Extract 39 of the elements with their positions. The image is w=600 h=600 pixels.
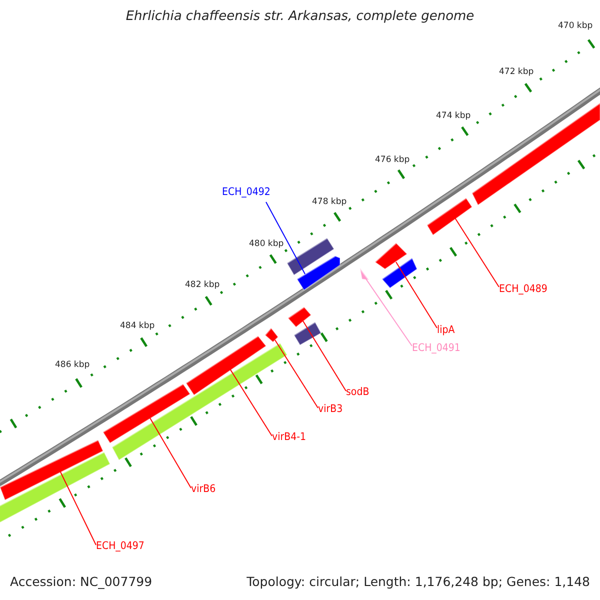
leader-line bbox=[302, 320, 346, 392]
gene-bar bbox=[374, 242, 408, 270]
gene-label: virB3 bbox=[318, 403, 343, 415]
leader-line bbox=[266, 202, 306, 274]
gene-bar bbox=[296, 255, 340, 291]
gene-triangle bbox=[359, 267, 370, 281]
gene-bar bbox=[426, 197, 473, 236]
title: Ehrlichia chaffeensis str. Arkansas, complete genome bbox=[126, 9, 474, 24]
gene-label: ECH_0491 bbox=[412, 342, 460, 354]
scale-label: 472 kbp bbox=[499, 67, 534, 77]
leader-line bbox=[396, 262, 438, 328]
gene-bar bbox=[185, 335, 267, 396]
scale-label: 478 kbp bbox=[312, 197, 347, 207]
accession-text: Accession: NC_007799 bbox=[10, 574, 152, 589]
gene-bar bbox=[287, 306, 312, 328]
gene-label: ECH_0497 bbox=[96, 540, 144, 552]
scale-label: 470 kbp bbox=[558, 21, 593, 31]
gene-label: virB6 bbox=[191, 483, 216, 495]
leader-line bbox=[454, 218, 500, 288]
gene-bar bbox=[0, 439, 104, 501]
gene-label: virB4-1 bbox=[272, 431, 306, 443]
leader-line bbox=[230, 368, 272, 436]
scale-label: 484 kbp bbox=[120, 321, 155, 331]
scale-label: 476 kbp bbox=[375, 155, 410, 165]
scale-label: 482 kbp bbox=[185, 280, 220, 290]
leader-line bbox=[60, 470, 96, 546]
gene-label: sodB bbox=[346, 386, 370, 398]
leader-line bbox=[366, 278, 412, 346]
scale-label: 474 kbp bbox=[436, 111, 471, 121]
scale-label: 486 kbp bbox=[55, 360, 90, 370]
gene-label: ECH_0492 bbox=[222, 186, 270, 198]
scale-label: 480 kbp bbox=[249, 239, 284, 249]
gene-bar bbox=[264, 327, 279, 343]
gene-label: lipA bbox=[437, 324, 455, 336]
leader-line bbox=[150, 418, 192, 488]
gene-bar bbox=[102, 383, 191, 444]
genome-summary: Topology: circular; Length: 1,176,248 bp; Genes: 1,148 bbox=[246, 574, 590, 589]
leader-line bbox=[274, 340, 318, 408]
gene-label: ECH_0489 bbox=[499, 283, 548, 295]
